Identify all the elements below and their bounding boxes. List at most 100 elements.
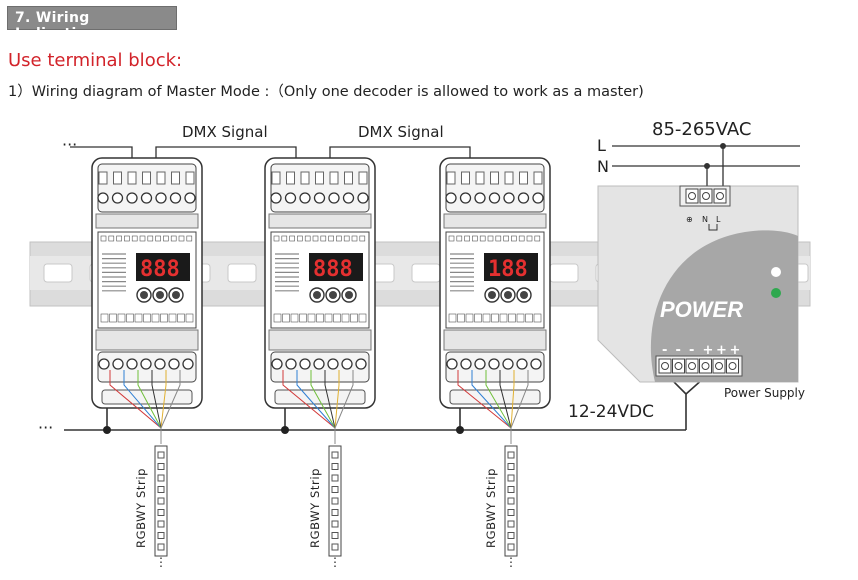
psu-earth-mark: ⊕ [686,215,693,224]
screw-icon [328,192,340,204]
screw-icon [517,192,530,204]
dip-switch [448,235,455,242]
label-cell [151,313,160,323]
label-cell [100,313,109,323]
psu-output-sign: - [676,343,681,358]
ac-junction-n [704,163,710,169]
dip-switch [273,235,280,242]
terminal-slot [519,171,528,185]
decoder-ridge [268,213,372,229]
output-wire [160,370,181,444]
screw-icon [285,358,297,370]
psu-output-terminal [672,358,685,374]
led-chip [507,543,515,551]
label-cell [457,313,465,323]
screw-icon [445,192,457,204]
screw-icon [674,362,683,370]
led-chip [331,543,339,551]
dip-switch [479,235,486,242]
label-cell [465,313,474,323]
label-cell [185,313,194,323]
strip-label: RGBWY Strip [484,468,498,548]
psu-n-mark: N [702,215,708,224]
dip-switch [297,235,303,242]
label-cell [499,313,508,323]
led-chip [157,474,165,482]
terminal-slot [358,171,368,185]
terminal-slot [461,171,470,185]
label-cell [168,313,177,323]
led-display [136,253,190,281]
screw-icon [516,358,528,370]
screw-icon [182,358,194,370]
output-wire [510,370,529,444]
terminal-slot [475,171,485,185]
label-cell [525,313,533,323]
led-chip [507,451,515,459]
ellipsis-left: ··· [38,418,53,437]
label-cell [358,313,367,323]
line-l-label: L [597,136,606,155]
led-chip [157,451,165,459]
button-icon [520,291,528,299]
dip-switch [511,235,517,242]
label-cell [177,313,185,323]
screw-icon [446,358,458,370]
dip-switch [186,235,193,242]
psu-output-sign: - [662,343,667,358]
psu-input-terminal [713,188,727,204]
psu-output-sign: - [689,343,694,358]
led-chip [157,463,165,470]
terminal-slot [329,171,339,185]
screw-icon [313,358,325,370]
strip-ellipsis: ⋮ [505,555,517,569]
dip-switch [312,235,319,242]
screw-icon [488,192,501,204]
line-n-label: N [597,157,609,176]
dmx-signal-label-1: DMX Signal [182,123,268,141]
led-chip [331,451,339,459]
screw-icon [184,192,196,204]
dip-switch [359,235,366,242]
label-cell [324,313,333,323]
screw-icon [357,192,369,204]
led-chip [331,463,339,470]
label-cell [299,313,307,323]
psu-output-sign: + [730,343,741,358]
display-digits: 888 [313,257,353,282]
subtitle: Use terminal block: [8,50,183,71]
terminal-slot [156,171,166,185]
led-chip [331,497,339,505]
screw-icon [112,358,124,370]
led-chip [507,497,515,505]
din-clip [101,389,193,405]
screw-icon [530,358,542,370]
screw-icon [98,358,110,370]
terminal-slot [142,171,151,185]
dip-switch [336,235,342,242]
ellipsis-top: ··· [62,135,77,154]
dip-switch [116,235,122,242]
decoder-ridge [95,329,199,351]
led-chip [157,509,165,516]
screw-icon [155,192,167,204]
psu-output-sign: + [716,343,727,358]
decoder-1: 888 [91,157,203,409]
label-cell [516,313,525,323]
dip-switch [124,235,130,242]
label-cell [290,313,299,323]
screw-icon [271,358,283,370]
label-cell [508,313,516,323]
terminal-slot [300,171,310,185]
screw-icon [168,358,180,370]
dip-switch [100,235,107,242]
screw-icon [140,192,153,204]
terminal-slot [286,171,295,185]
terminal-slot [127,171,137,185]
power-supply-label: Power Supply [724,386,805,400]
decoder-ridge [95,213,199,229]
led-chip [331,509,339,516]
dip-switch [534,235,541,242]
label-cell [341,313,350,323]
dip-switch [163,235,169,242]
